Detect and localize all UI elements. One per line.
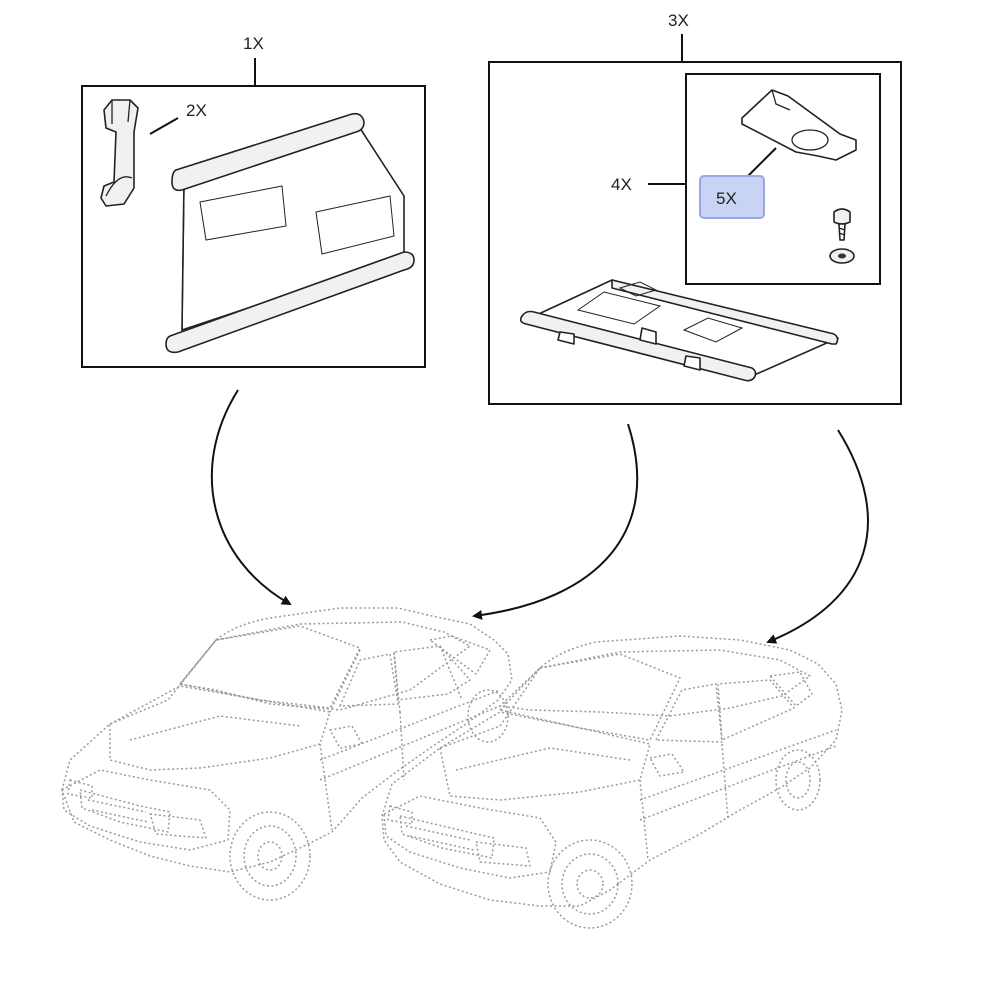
callout-2x-label: 2X [186,101,207,120]
callout-1x-label: 1X [243,34,264,53]
panel-3x-box [488,61,902,405]
callout-2x-leader [149,117,179,135]
callout-2x: 2X [149,101,207,135]
callout-4x: 4X [611,175,686,194]
car-illustration-right [381,635,843,929]
panel-4x-inner-box [685,73,881,285]
callout-3x-label: 3X [668,11,689,30]
callout-5x: 5X [699,147,777,219]
cargo-net-vertical-part [165,112,415,354]
cargo-net-horizontal-part [519,279,839,382]
callout-5x-label: 5X [716,189,737,208]
hook-bracket-part [100,99,139,207]
callout-1x: 1X [243,34,264,86]
car-illustration-left [61,607,513,901]
washer-part [829,248,855,264]
screw-part [833,208,851,241]
arrow-3x-to-car-right [766,429,869,644]
arrow-3x-to-car-left [472,423,639,620]
callout-3x: 3X [668,11,689,62]
callout-4x-label: 4X [611,175,632,194]
panel-1x-box [81,85,426,368]
callout-5x-highlight[interactable] [699,175,765,219]
mounting-plate-part [741,89,857,161]
callout-5x-leader [745,147,777,179]
arrow-1x-to-car [210,389,292,605]
